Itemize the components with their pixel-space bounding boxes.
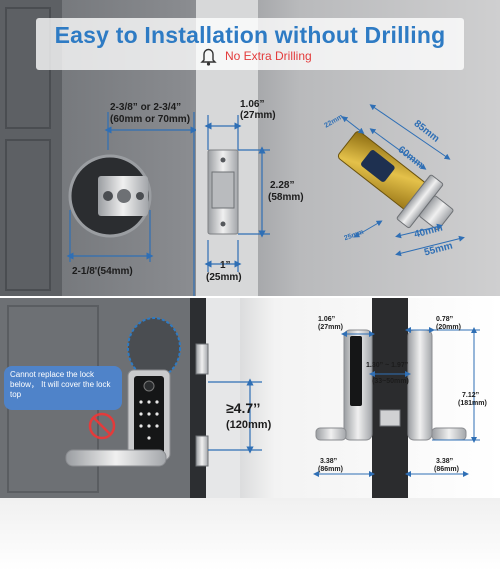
latch-bolt-diagram (337, 131, 454, 231)
door-range-label: 1.30” ~ 1.97” (366, 362, 409, 369)
left-thickness-label: 1.06” (318, 316, 336, 323)
banner-subtitle: No Extra Drilling (225, 49, 312, 63)
faceplate-width-label: 1.06” (240, 99, 265, 110)
plate-width-label: 1” (220, 260, 231, 271)
faceplate-height-label: 2.28” (270, 180, 295, 191)
total-height-mm-label: (181mm) (458, 400, 487, 407)
hole-dimension (66, 210, 154, 262)
total-height-label: 7.12” (462, 392, 480, 399)
plate-width-mm-label: (25mm) (206, 272, 242, 283)
spacing-height-mm-label: (120mm) (226, 419, 272, 431)
faceplate-height-mm-label: (58mm) (268, 192, 304, 203)
door-range-mm-label: (33~50mm) (372, 378, 409, 385)
old-lock-top (127, 317, 181, 379)
right-thickness-mm-label: (20mm) (436, 324, 461, 331)
right-width-mm-label: (86mm) (434, 466, 459, 473)
panel-divider (0, 296, 500, 298)
warning-callout: Cannot replace the lock below， It will c… (4, 366, 122, 410)
faceplate-width-mm-label: (27mm) (240, 110, 276, 121)
backset-label: 2-3/8” or 2-3/4” (110, 102, 182, 113)
hole-diameter-label: 2-1/8'(54mm) (72, 266, 133, 277)
left-width-label: 3.38” (320, 458, 338, 465)
backset-mm-label: (60mm or 70mm) (110, 114, 191, 125)
latch-dimensions (341, 104, 465, 257)
left-thickness-mm-label: (27mm) (318, 324, 343, 331)
spacing-dimension (208, 378, 262, 454)
right-thickness-label: 0.78” (436, 316, 454, 323)
banner-title: Easy to Installation without Drilling (54, 22, 446, 48)
floor-reflection (0, 498, 500, 571)
strike-plates (195, 343, 209, 467)
faceplate-dimensions (204, 115, 270, 272)
spacing-height-label: ≥4.7’’ (226, 400, 261, 416)
right-width-label: 3.38” (436, 458, 454, 465)
title-banner: Easy to Installation without Drilling (36, 18, 464, 70)
smart-lock-front (65, 369, 171, 467)
bore-hole-diagram (68, 154, 152, 238)
side-view-dimensions (313, 327, 480, 477)
no-replace-icon (88, 412, 116, 440)
backset-dimension (104, 112, 198, 300)
left-width-mm-label: (86mm) (318, 466, 343, 473)
